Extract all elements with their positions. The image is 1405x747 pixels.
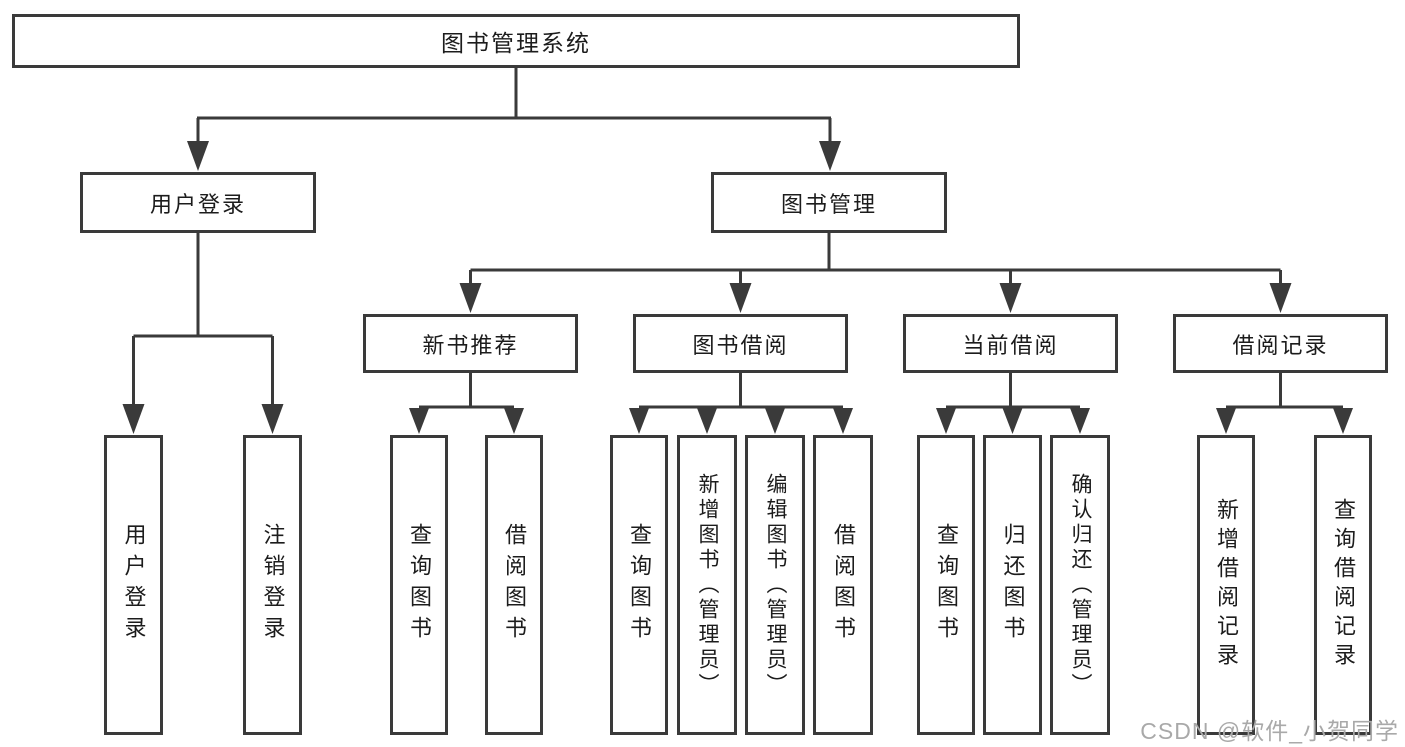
leaf-borrow-books-borrowing: 借阅图书 <box>813 435 873 735</box>
leaf-query-books-borrowing: 查询图书 <box>610 435 668 735</box>
connector-stems <box>132 68 1343 409</box>
leaf-borrow-books-recommend: 借阅图书 <box>485 435 543 735</box>
csdn-watermark: CSDN @软件_小贺同学 <box>1140 718 1399 744</box>
leaf-query-books-current: 查询图书 <box>917 435 975 735</box>
node-book-borrowing: 图书借阅 <box>633 314 848 373</box>
leaf-logout: 注销登录 <box>243 435 302 735</box>
node-new-book-recommend: 新书推荐 <box>363 314 578 373</box>
node-root-library-system: 图书管理系统 <box>12 14 1020 68</box>
leaf-return-book: 归还图书 <box>983 435 1042 735</box>
leaf-add-borrow-record: 新增借阅记录 <box>1197 435 1255 735</box>
leaf-user-login: 用户登录 <box>104 435 163 735</box>
leaf-edit-book-admin: 编辑图书（管理员） <box>745 435 805 735</box>
leaf-query-borrow-record: 查询借阅记录 <box>1314 435 1372 735</box>
leaf-add-book-admin: 新增图书（管理员） <box>677 435 737 735</box>
node-book-management: 图书管理 <box>711 172 947 233</box>
leaf-query-books-recommend: 查询图书 <box>390 435 448 735</box>
arrowheads <box>122 141 1353 434</box>
node-user-login: 用户登录 <box>80 172 316 233</box>
node-current-borrowing: 当前借阅 <box>903 314 1118 373</box>
leaf-confirm-return-admin: 确认归还（管理员） <box>1050 435 1110 735</box>
node-borrowing-records: 借阅记录 <box>1173 314 1388 373</box>
